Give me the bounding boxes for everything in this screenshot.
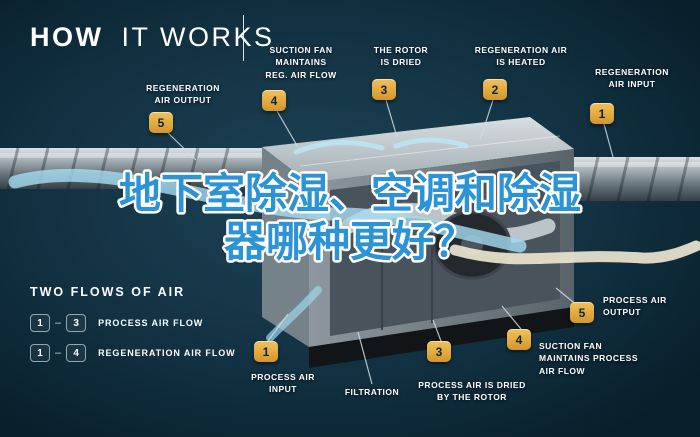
output-airflow-swoosh xyxy=(449,240,700,265)
callout-label-suction-fan-process: SUCTION FAN MAINTAINS PROCESS AIR FLOW xyxy=(539,341,639,376)
callout-badge-3-rotor-dried: 3 xyxy=(372,79,396,100)
legend-badge-1: 1 xyxy=(30,314,50,332)
top-airflow-swoosh-2 xyxy=(393,137,469,149)
headline-line1: 地下室除湿、空调和除湿 xyxy=(119,170,581,217)
legend-label-regeneration-air-flow: REGENERATION AIR FLOW xyxy=(98,348,236,358)
legend-dash-2: – xyxy=(55,347,62,359)
legend-badge-3: 3 xyxy=(66,314,87,332)
leader-lines xyxy=(167,99,614,385)
callout-label-regeneration-air-output: REGENERATION AIR OUTPUT xyxy=(146,83,220,106)
legend-label-process-air-flow: PROCESS AIR FLOW xyxy=(98,318,204,328)
legend-row-process-air: 1 – 3 PROCESS AIR FLOW xyxy=(30,314,203,332)
headline-line2: 器哪种更好？ xyxy=(224,218,476,265)
callout-badge-2-regeneration-air-heated: 2 xyxy=(483,79,507,100)
legend-badge-4: 4 xyxy=(66,344,87,362)
callout-label-process-air-dried: PROCESS AIR IS DRIED BY THE ROTOR xyxy=(418,380,526,403)
process-airflow-swoosh xyxy=(8,168,527,253)
callout-badge-3-process-air-dried: 3 xyxy=(427,341,451,362)
legend-dash: – xyxy=(55,317,62,329)
callout-label-process-air-input: PROCESS AIR INPUT xyxy=(251,372,315,395)
callout-badge-4-suction-fan-reg: 4 xyxy=(262,90,286,111)
callout-badge-1-regeneration-air-input: 1 xyxy=(590,103,614,124)
dehumidifier-unit xyxy=(262,117,574,368)
unit-base xyxy=(309,307,574,368)
callout-label-process-air-output: PROCESS AIR OUTPUT xyxy=(603,295,667,318)
callout-label-regeneration-air-heated: REGENERATION AIR IS HEATED xyxy=(474,45,568,68)
callout-badge-4-suction-fan-process: 4 xyxy=(507,329,531,350)
callout-badge-1-process-air-input: 1 xyxy=(254,341,278,362)
callout-label-regeneration-air-input: REGENERATION AIR INPUT xyxy=(595,67,669,90)
callout-label-suction-fan-reg: SUCTION FAN MAINTAINS REG. AIR FLOW xyxy=(265,45,337,80)
legend-badge-1b: 1 xyxy=(30,344,50,362)
callout-badge-5-process-air-output: 5 xyxy=(570,302,594,323)
headline-overlay: 地下室除湿、空调和除湿 器哪种更好？ xyxy=(116,168,583,268)
page-title-bold: HOW xyxy=(30,22,104,52)
title-divider xyxy=(243,15,244,61)
top-airflow-swoosh-1 xyxy=(293,140,385,155)
page-title: HOW IT WORKS xyxy=(30,22,275,53)
callout-label-rotor-dried: THE ROTOR IS DRIED xyxy=(373,45,429,68)
callout-badge-5-regeneration-air-output: 5 xyxy=(149,112,173,133)
legend-title: TWO FLOWS OF AIR xyxy=(30,285,186,299)
page-title-light: IT WORKS xyxy=(121,22,275,52)
callout-label-filtration: FILTRATION xyxy=(344,387,400,397)
legend-row-regeneration-air: 1 – 4 REGENERATION AIR FLOW xyxy=(30,344,236,362)
